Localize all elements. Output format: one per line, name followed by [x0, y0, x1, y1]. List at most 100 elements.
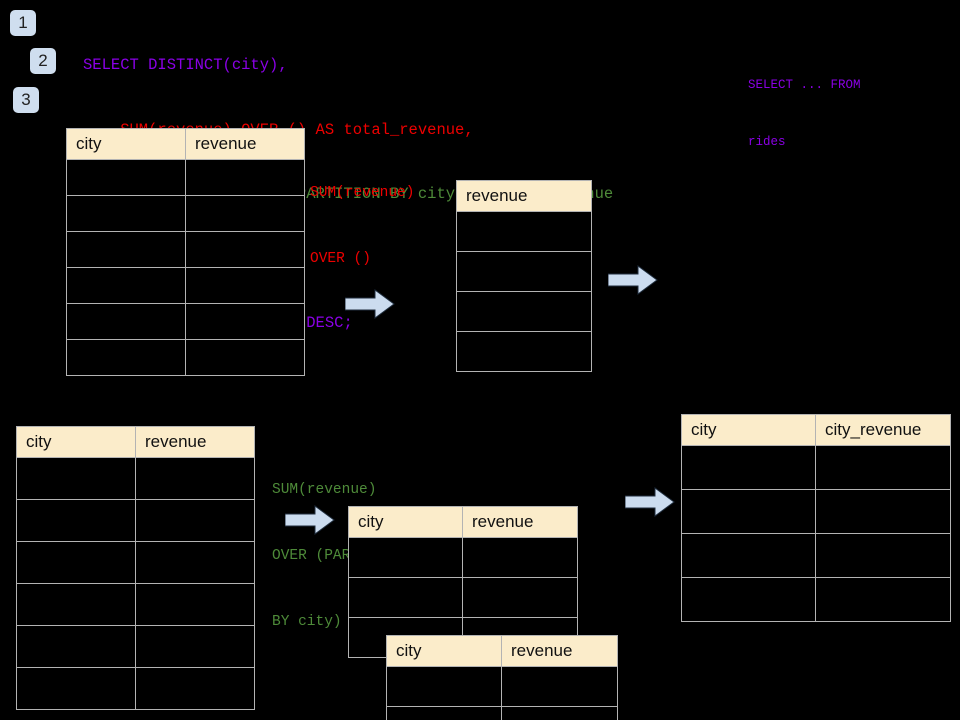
cell-revenue	[462, 537, 578, 578]
cell-revenue	[185, 159, 305, 196]
cell-city	[681, 577, 816, 622]
table-row	[16, 625, 255, 668]
cell-city	[348, 577, 463, 618]
annotation-total-revenue: SUM(revenue) OVER ()	[310, 138, 414, 314]
table-header-row: city revenue	[66, 128, 305, 160]
cell-city	[16, 541, 136, 584]
table-row	[16, 583, 255, 626]
table-row	[681, 533, 951, 578]
table-row	[16, 499, 255, 542]
table-row	[66, 159, 305, 196]
cell-city	[66, 159, 186, 196]
cell-revenue	[185, 339, 305, 376]
table-header-row: city city_revenue	[681, 414, 951, 446]
cell-revenue	[501, 666, 618, 707]
cell-city	[681, 533, 816, 578]
cell-city-revenue	[815, 533, 951, 578]
side-note-select-from: SELECT ... FROM rides	[748, 38, 861, 190]
cell-revenue	[135, 625, 255, 668]
cell-city	[16, 625, 136, 668]
table-row	[386, 706, 618, 720]
table-row	[348, 537, 578, 578]
cell-city	[16, 499, 136, 542]
column-header-city-revenue: city_revenue	[815, 414, 951, 446]
table-header-row: city revenue	[348, 506, 578, 538]
table-result: city city_revenue	[681, 414, 951, 622]
column-header-city: city	[681, 414, 816, 446]
cell-revenue	[185, 231, 305, 268]
column-header-city: city	[66, 128, 186, 160]
cell-revenue	[135, 541, 255, 584]
table-row	[456, 251, 592, 292]
table-row	[681, 577, 951, 622]
table-row	[456, 211, 592, 252]
cell-city-revenue	[815, 445, 951, 490]
table-row	[66, 195, 305, 232]
table-row	[16, 541, 255, 584]
table-row	[66, 303, 305, 340]
cell-city	[348, 537, 463, 578]
cell-city	[16, 583, 136, 626]
column-header-city: city	[348, 506, 463, 538]
cell-revenue	[501, 706, 618, 720]
cell-revenue	[135, 667, 255, 710]
table-header-row: city revenue	[386, 635, 618, 667]
column-header-revenue: revenue	[135, 426, 255, 458]
cell-revenue	[456, 291, 592, 332]
column-header-revenue: revenue	[456, 180, 592, 212]
column-header-revenue: revenue	[462, 506, 578, 538]
column-header-revenue: revenue	[501, 635, 618, 667]
annotation-city-revenue-line-3: BY city)	[272, 614, 342, 630]
cell-city	[66, 231, 186, 268]
arrow-right-icon-4	[624, 486, 675, 523]
table-row	[456, 331, 592, 372]
table-partition-b: city revenue	[386, 635, 618, 720]
table-row	[66, 231, 305, 268]
table-row	[66, 267, 305, 304]
cell-city	[386, 706, 502, 720]
cell-city	[386, 666, 502, 707]
arrow-right-icon-2	[607, 264, 658, 301]
cell-revenue	[185, 303, 305, 340]
table-row	[16, 457, 255, 500]
annotation-city-revenue: SUM(revenue) OVER (PARTITION BY city)	[272, 435, 403, 677]
cell-revenue	[462, 577, 578, 618]
cell-revenue	[456, 251, 592, 292]
table-row	[386, 666, 618, 707]
cell-revenue	[456, 331, 592, 372]
table-row	[66, 339, 305, 376]
cell-city	[681, 489, 816, 534]
step-badge-2: 2	[30, 48, 56, 74]
column-header-city: city	[386, 635, 502, 667]
cell-revenue	[135, 583, 255, 626]
step-badge-3: 3	[13, 87, 39, 113]
cell-revenue	[185, 195, 305, 232]
annotation-total-revenue-line-2: OVER ()	[310, 251, 371, 267]
cell-city	[16, 457, 136, 500]
column-header-city: city	[16, 426, 136, 458]
table-source-bottom: city revenue	[16, 426, 255, 710]
sql-line-select: SELECT DISTINCT(city),	[83, 56, 288, 74]
cell-city	[681, 445, 816, 490]
table-row	[681, 445, 951, 490]
table-row	[456, 291, 592, 332]
cell-revenue	[135, 457, 255, 500]
table-row	[348, 577, 578, 618]
cell-city	[66, 339, 186, 376]
cell-city	[66, 303, 186, 340]
side-note-line-1: SELECT ... FROM	[748, 78, 861, 92]
cell-revenue	[135, 499, 255, 542]
annotation-total-revenue-line-1: SUM(revenue)	[310, 185, 415, 201]
column-header-revenue: revenue	[185, 128, 305, 160]
table-row	[681, 489, 951, 534]
annotation-city-revenue-line-1: SUM(revenue)	[272, 482, 377, 498]
arrow-right-icon-3	[284, 504, 335, 541]
cell-revenue	[456, 211, 592, 252]
cell-city-revenue	[815, 489, 951, 534]
table-header-row: revenue	[456, 180, 592, 212]
table-total-revenue: revenue	[456, 180, 592, 372]
cell-city-revenue	[815, 577, 951, 622]
cell-city	[66, 267, 186, 304]
arrow-right-icon-1	[344, 288, 395, 325]
